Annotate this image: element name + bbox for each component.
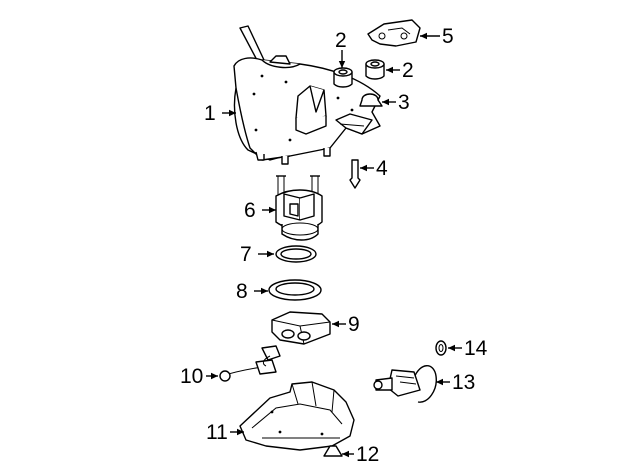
grommet-part-right xyxy=(365,59,385,80)
o-ring-part xyxy=(435,340,447,356)
seal-ring-part xyxy=(275,245,317,263)
callout-11: 11 xyxy=(206,421,228,444)
clip-part xyxy=(323,445,343,457)
connector-assembly-part xyxy=(373,365,437,403)
callout-13: 13 xyxy=(452,371,475,394)
callout-14: 14 xyxy=(464,337,488,360)
lock-ring-part xyxy=(268,279,322,301)
callout-2-right: 2 xyxy=(402,59,414,82)
callout-8: 8 xyxy=(236,280,248,303)
control-module-part xyxy=(271,311,331,345)
callout-2-upper: 2 xyxy=(335,29,347,52)
wiring-harness-part xyxy=(219,345,281,382)
callout-1: 1 xyxy=(204,102,216,125)
callout-labels: 1 2 2 3 4 5 6 7 8 9 10 11 12 13 14 xyxy=(180,25,488,466)
grommet-part-upper xyxy=(333,67,353,88)
callout-3: 3 xyxy=(398,91,410,114)
callout-7: 7 xyxy=(240,243,252,266)
callout-9: 9 xyxy=(348,313,360,336)
callout-5: 5 xyxy=(442,25,454,48)
fuel-pump-part xyxy=(275,175,323,241)
bracket-part xyxy=(367,19,421,47)
cap-part xyxy=(359,93,383,107)
leader-lines xyxy=(206,32,462,458)
fuel-tank-part xyxy=(233,25,381,165)
callout-6: 6 xyxy=(244,199,256,222)
bolt-part xyxy=(349,159,361,189)
callout-10: 10 xyxy=(180,365,203,388)
callout-4: 4 xyxy=(376,157,388,180)
callout-12: 12 xyxy=(356,443,379,466)
tank-shield-part xyxy=(239,381,355,451)
